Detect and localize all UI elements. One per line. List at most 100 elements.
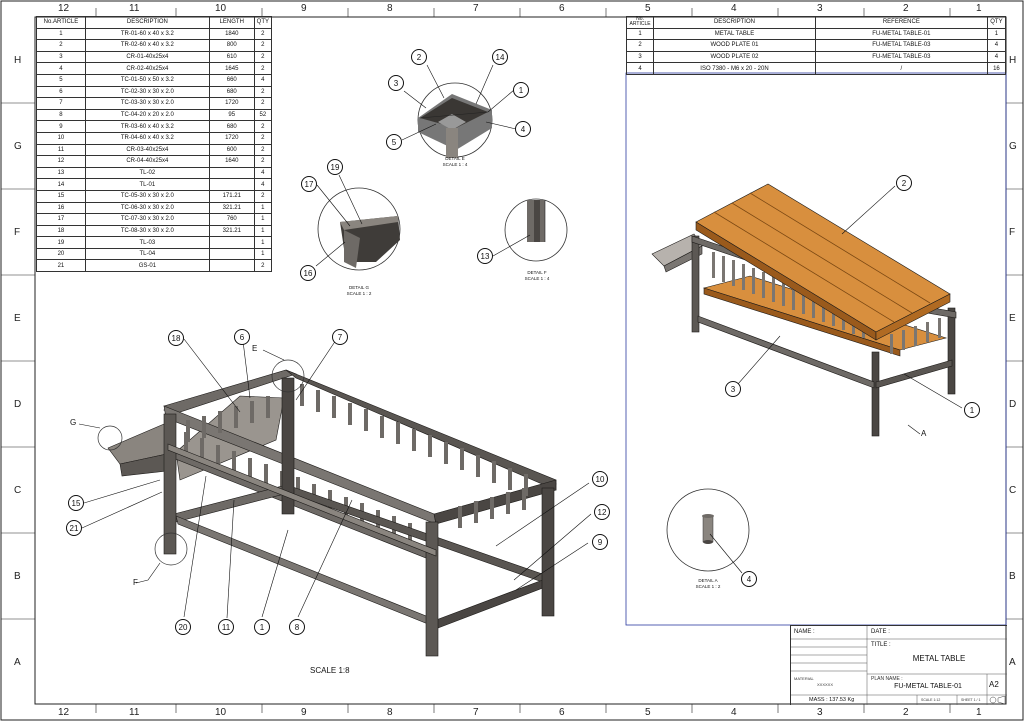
zone-label-row-H-right: H xyxy=(1009,55,1017,66)
table-cell: 4 xyxy=(986,39,1007,52)
balloon-detail-a-4: 4 xyxy=(741,571,757,587)
table-cell: TC-02-30 x 30 x 2.0 xyxy=(84,85,210,99)
table-cell: 2 xyxy=(253,120,273,133)
table-cell: FU-METAL TABLE-03 xyxy=(814,50,988,64)
zone-label-col-5-top: 5 xyxy=(645,3,651,14)
balloon-main-12: 12 xyxy=(594,504,610,520)
callout-letter-g: G xyxy=(70,418,77,427)
zone-label-col-3-top: 3 xyxy=(817,3,823,14)
table-cell: 4 xyxy=(986,50,1007,64)
zone-label-col-10-top: 10 xyxy=(215,3,227,14)
parts-table-header: No.ARTICLE xyxy=(36,16,86,29)
zone-label-col-3-bottom: 3 xyxy=(817,707,823,718)
balloon-main-7: 7 xyxy=(332,329,348,345)
table-cell: 2 xyxy=(253,143,273,157)
detail-e-title: DETAIL E xyxy=(445,156,465,161)
title-block-sheet: SHEET 1 / 1 xyxy=(961,698,981,702)
callout-letter-f: F xyxy=(133,578,138,587)
balloon-detail-e-14: 14 xyxy=(492,49,508,65)
assembly-table-header-no-line: No. xyxy=(636,16,644,23)
table-cell: 4 xyxy=(253,73,273,87)
table-cell: 600 xyxy=(208,143,255,157)
balloon-main-21: 21 xyxy=(66,520,82,536)
table-cell: TL-03 xyxy=(84,236,210,249)
table-cell: TL-02 xyxy=(84,166,210,180)
zone-label-col-1-top: 1 xyxy=(976,3,982,14)
balloon-detail-g-17: 17 xyxy=(301,176,317,192)
zone-label-col-6-bottom: 6 xyxy=(559,707,565,718)
table-cell: 1 xyxy=(253,247,273,261)
table-cell: 800 xyxy=(208,39,255,52)
title-block-plan-name-label: PLAN NAME : xyxy=(871,676,903,682)
table-cell: FU-METAL TABLE-03 xyxy=(814,39,988,52)
table-cell: 7 xyxy=(36,97,86,110)
detail-g-callout-circle xyxy=(97,425,123,451)
zone-label-col-2-bottom: 2 xyxy=(903,707,909,718)
table-cell: 6 xyxy=(36,85,86,99)
title-block-size: A2 xyxy=(989,680,999,689)
parts-table-header: QTY xyxy=(253,16,273,29)
table-cell: 8 xyxy=(36,108,86,122)
table-cell: 1840 xyxy=(208,27,255,41)
table-cell: / xyxy=(814,62,988,75)
table-cell: 1 xyxy=(253,236,273,249)
table-cell: 610 xyxy=(208,50,255,64)
isometric-table-view xyxy=(651,183,957,437)
table-cell: 2 xyxy=(253,155,273,168)
balloon-main-20: 20 xyxy=(175,619,191,635)
table-cell: CR-02-40x25x4 xyxy=(84,62,210,75)
table-cell: CR-03-40x25x4 xyxy=(84,143,210,157)
assembly-table-header-no: No.ARTICLE xyxy=(625,16,655,29)
table-cell: GS-01 xyxy=(84,259,210,273)
zone-label-row-C-left: C xyxy=(14,485,22,496)
detail-g-title: DETAIL G xyxy=(348,285,369,290)
table-cell: 19 xyxy=(36,236,86,249)
table-cell: 16 xyxy=(36,201,86,215)
table-cell: 760 xyxy=(208,213,255,226)
table-cell: 2 xyxy=(253,189,273,203)
zone-label-row-F-left: F xyxy=(14,227,21,238)
main-frame-view xyxy=(107,369,557,657)
table-cell: 21 xyxy=(36,259,86,273)
table-cell: TC-06-30 x 30 x 2.0 xyxy=(84,201,210,215)
table-cell: 16 xyxy=(986,62,1007,75)
table-cell: 4 xyxy=(625,62,655,75)
table-cell: 1 xyxy=(253,201,273,215)
table-cell: 2 xyxy=(253,50,273,64)
balloon-iso-1: 1 xyxy=(964,402,980,418)
balloon-main-10: 10 xyxy=(592,471,608,487)
table-cell: TC-03-30 x 30 x 2.0 xyxy=(84,97,210,110)
title-block-grid xyxy=(791,626,1007,705)
callout-letter-e: E xyxy=(252,344,258,353)
zone-label-row-H-left: H xyxy=(14,55,22,66)
detail-e-view xyxy=(417,82,493,158)
title-block-mass: MASS : 137.53 Kg xyxy=(809,697,855,703)
detail-f-scale: SCALE 1 : 4 xyxy=(524,276,550,281)
table-cell: 1 xyxy=(36,27,86,41)
zone-label-col-8-top: 8 xyxy=(387,3,393,14)
title-block-scale: SCALE 1:12 xyxy=(921,698,941,702)
table-cell: WOOD PLATE 01 xyxy=(653,39,816,52)
table-cell: 321.21 xyxy=(208,201,255,215)
assembly-table-header-no-line: ARTICLE xyxy=(629,21,651,28)
zone-label-col-9-top: 9 xyxy=(301,3,307,14)
detail-f-title: DETAIL F xyxy=(527,270,547,275)
table-cell: 1720 xyxy=(208,97,255,110)
callout-letter-a: A xyxy=(921,429,927,438)
balloon-detail-e-2: 2 xyxy=(411,49,427,65)
balloon-iso-3: 3 xyxy=(725,381,741,397)
title-block: NAME : DATE : TITLE : METAL TABLE MATERI… xyxy=(790,625,1007,705)
detail-a-caption: DETAIL A SCALE 1 : 2 xyxy=(683,578,733,590)
table-cell: WOOD PLATE 02 xyxy=(653,50,816,64)
